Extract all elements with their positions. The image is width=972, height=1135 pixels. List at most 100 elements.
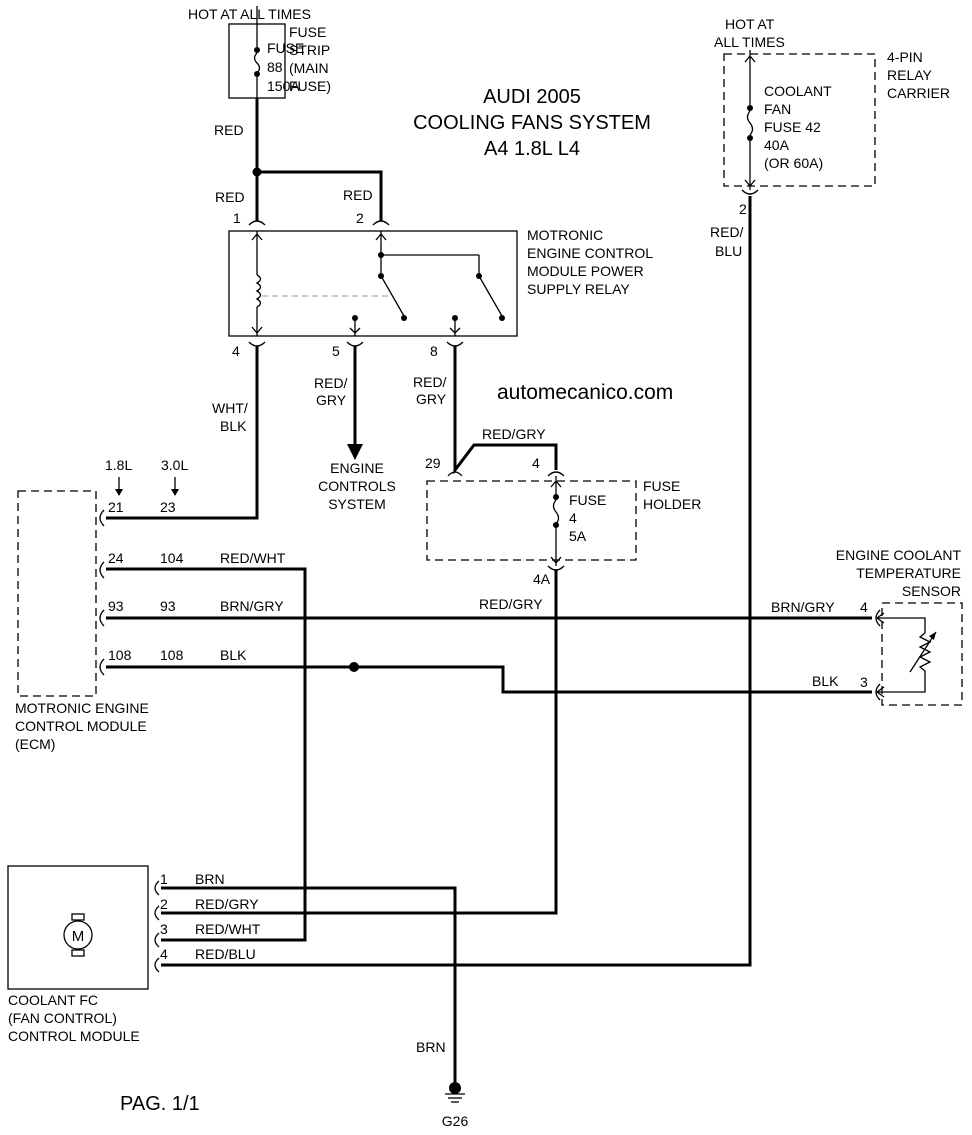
ground-icon xyxy=(445,1082,465,1103)
ecm-pin30-108: 108 xyxy=(160,647,184,663)
relay-pin-2: 2 xyxy=(356,210,364,226)
wire-label-red-gry8-2: GRY xyxy=(416,391,447,407)
engine-controls-1: ENGINE xyxy=(330,460,384,476)
wire-label-brn-gry-sensor: BRN/GRY xyxy=(771,599,835,615)
hot-at-all-times-right-1: HOT AT xyxy=(725,16,775,32)
fan-control-pin-4: 4 xyxy=(160,946,168,962)
relay-pin-8: 8 xyxy=(430,343,438,359)
fuse-holder-symbol xyxy=(447,471,565,571)
ecm-engine-18: 1.8L xyxy=(105,457,132,473)
fan-control-wire-2: RED/GRY xyxy=(195,896,259,912)
wire-label-blk: BLK xyxy=(220,647,247,663)
fan-control-pin-3: 3 xyxy=(160,921,168,937)
wire-label-blk-sensor: BLK xyxy=(812,673,839,689)
fan-control-box xyxy=(7,865,149,990)
wire-label-red-b: RED xyxy=(215,189,245,205)
ground-label: G26 xyxy=(442,1113,469,1129)
coolant-fan-fuse-symbol xyxy=(741,50,759,195)
fuse-holder-desc-1: FUSE xyxy=(643,478,680,494)
relay-carrier-pin-2: 2 xyxy=(739,201,747,217)
ecm-pin30-23: 23 xyxy=(160,499,176,515)
main-fuse-label-1: FUSE xyxy=(267,40,304,56)
power-relay-box xyxy=(228,230,518,337)
ecm-pin30-104: 104 xyxy=(160,550,184,566)
sensor-desc-1: ENGINE COOLANT xyxy=(836,547,962,563)
sensor-box xyxy=(881,602,963,706)
wire-brn xyxy=(161,886,457,1082)
sensor-pin-4: 4 xyxy=(860,599,868,615)
wire-label-red-gry5-1: RED/ xyxy=(314,375,348,391)
motor-icon xyxy=(63,913,93,957)
title-line-2: COOLING FANS SYSTEM xyxy=(413,112,651,134)
wire-label-red-gry-top: RED/GRY xyxy=(482,426,546,442)
relay-pin-1: 1 xyxy=(233,210,241,226)
wire-label-red-a: RED xyxy=(214,122,244,138)
fuse-holder-fuse-2: 4 xyxy=(569,510,577,526)
hot-at-all-times-right-2: ALL TIMES xyxy=(714,34,785,50)
relay-switches xyxy=(349,231,505,336)
engine-controls-3: SYSTEM xyxy=(328,496,386,512)
fan-control-desc-3: CONTROL MODULE xyxy=(8,1028,140,1044)
fan-control-connectors xyxy=(154,880,160,973)
motor-label: M xyxy=(72,928,85,945)
fan-control-desc-1: COOLANT FC xyxy=(8,992,98,1008)
wire-label-red-gry-4a: RED/GRY xyxy=(479,596,543,612)
main-fuse-label-2: 88 xyxy=(267,59,283,75)
relay-desc-1: MOTRONIC xyxy=(527,227,603,243)
coolant-fan-fuse-3: FUSE 42 xyxy=(764,119,821,135)
main-fuse-desc-3: (MAIN xyxy=(289,60,329,76)
main-fuse-label-3: 150A xyxy=(267,78,300,94)
relay-desc-3: MODULE POWER xyxy=(527,263,644,279)
wire-label-red-blu-1: RED/ xyxy=(710,224,744,240)
wire-blk xyxy=(106,665,872,694)
ecm-connectors xyxy=(99,509,105,676)
ecm-pin18-108: 108 xyxy=(108,647,132,663)
ecm-pin18-21: 21 xyxy=(108,499,124,515)
ecm-engine-30: 3.0L xyxy=(161,457,188,473)
relay-desc-2: ENGINE CONTROL xyxy=(527,245,653,261)
wire-label-red-blu-2: BLU xyxy=(715,243,742,259)
wire-label-wht-blk-1: WHT/ xyxy=(212,400,248,416)
fuse-holder-box xyxy=(426,480,637,561)
sensor-pin-3: 3 xyxy=(860,674,868,690)
relay-carrier-desc-1: 4-PIN xyxy=(887,49,923,65)
ecm-box xyxy=(17,490,97,697)
engine-controls-2: CONTROLS xyxy=(318,478,396,494)
fuse-holder-pin-4a: 4A xyxy=(533,571,551,587)
coolant-fan-fuse-2: FAN xyxy=(764,101,791,117)
ecm-desc-1: MOTRONIC ENGINE xyxy=(15,700,149,716)
ecm-pin18-24: 24 xyxy=(108,550,124,566)
hot-at-all-times-left: HOT AT ALL TIMES xyxy=(188,6,311,22)
ecm-desc-2: CONTROL MODULE xyxy=(15,718,147,734)
title-line-3: A4 1.8L L4 xyxy=(484,138,580,160)
sensor-desc-3: SENSOR xyxy=(902,583,961,599)
sensor-desc-2: TEMPERATURE xyxy=(856,565,961,581)
fuse-holder-desc-2: HOLDER xyxy=(643,496,701,512)
wire-label-red-gry8-1: RED/ xyxy=(413,374,447,390)
fuse-holder-fuse-1: FUSE xyxy=(569,492,606,508)
fuse-holder-pin-4: 4 xyxy=(532,455,540,471)
ecm-pin30-93: 93 xyxy=(160,598,176,614)
ecm-pin18-93: 93 xyxy=(108,598,124,614)
ecm-engine-arrows xyxy=(115,477,179,496)
splice-blk xyxy=(349,662,359,672)
coolant-fan-fuse-1: COOLANT xyxy=(764,83,832,99)
wire-label-brn-ground: BRN xyxy=(416,1039,446,1055)
title-line-1: AUDI 2005 xyxy=(483,86,581,108)
wire-label-red-wht: RED/WHT xyxy=(220,550,286,566)
wire-label-red-c: RED xyxy=(343,187,373,203)
coolant-fan-fuse-4: 40A xyxy=(764,137,790,153)
main-fuse-desc-2: STRIP xyxy=(289,42,330,58)
coolant-fan-fuse-5: (OR 60A) xyxy=(764,155,823,171)
main-fuse-symbol xyxy=(253,24,261,98)
main-fuse-desc-1: FUSE xyxy=(289,24,326,40)
fan-control-wire-3: RED/WHT xyxy=(195,921,261,937)
wire-label-wht-blk-2: BLK xyxy=(220,418,247,434)
wire-label-brn-gry: BRN/GRY xyxy=(220,598,284,614)
fan-control-wire-4: RED/BLU xyxy=(195,946,256,962)
relay-carrier-box xyxy=(723,53,876,187)
relay-pin-5: 5 xyxy=(332,343,340,359)
relay-carrier-desc-3: CARRIER xyxy=(887,85,950,101)
fan-control-pin-2: 2 xyxy=(160,896,168,912)
watermark: automecanico.com xyxy=(497,381,673,404)
